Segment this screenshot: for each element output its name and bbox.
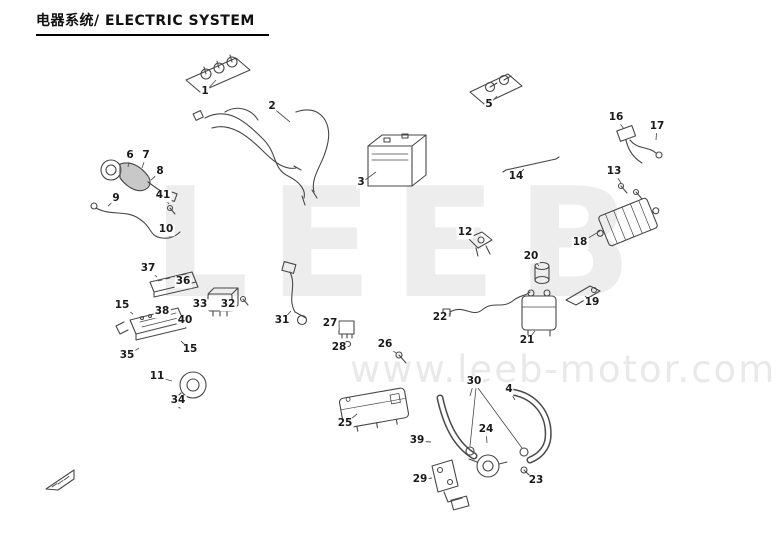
part-callout-31: 31 [273, 314, 291, 327]
part-callout-19: 19 [583, 296, 601, 309]
part-36-37-fuse-box-art [149, 271, 199, 298]
part-callout-16: 16 [607, 111, 625, 124]
part-callout-8: 8 [155, 165, 165, 178]
part-callout-23: 23 [527, 474, 545, 487]
part-26-bolt-art [395, 351, 407, 364]
part-callout-32: 32 [219, 298, 237, 311]
part-callout-10: 10 [157, 223, 175, 236]
part-19-strap-art [565, 285, 601, 306]
part-callout-21: 21 [518, 334, 536, 347]
part-callout-5: 5 [484, 98, 494, 111]
part-callout-40: 40 [176, 314, 194, 327]
part-16-17-coil-art [616, 125, 663, 164]
front-direction-arrow-icon [45, 469, 75, 491]
part-41-bolt-art [166, 204, 176, 215]
part-29-bracket-art [431, 459, 470, 511]
part-callout-7: 7 [141, 149, 151, 162]
part-callout-14: 14 [507, 170, 525, 183]
part-18-regulator-art [596, 197, 660, 247]
part-callout-29: 29 [411, 473, 429, 486]
part-20-bushing-art [534, 261, 550, 285]
page-title: 电器系统/ ELECTRIC SYSTEM [36, 8, 269, 36]
part-callout-34: 34 [169, 394, 187, 407]
part-callout-12: 12 [456, 226, 474, 239]
part-9-10-cable-art [90, 202, 181, 239]
part-callout-17: 17 [648, 120, 666, 133]
part-callout-37: 37 [139, 262, 157, 275]
part-14-rod-art [502, 156, 560, 173]
part-1-sensor-plate-art [185, 54, 251, 93]
part-callout-28: 28 [330, 341, 348, 354]
part-24-valve-art [468, 454, 508, 478]
part-callout-3: 3 [356, 176, 366, 189]
part-39-4-hoses-art [436, 387, 552, 464]
watermark-url: www.leeb-motor.com [350, 348, 777, 391]
part-13-screws-art [617, 182, 643, 200]
part-callout-9: 9 [111, 192, 121, 205]
part-12-bracket-art [467, 231, 493, 257]
part-callout-39: 39 [408, 434, 426, 447]
part-callout-27: 27 [321, 317, 339, 330]
part-31-ignition-coil-art [281, 261, 308, 326]
part-3-battery-art [367, 133, 427, 187]
part-25-ecu-art [338, 387, 410, 432]
part-callout-18: 18 [571, 236, 589, 249]
part-callout-22: 22 [431, 311, 449, 324]
part-callout-1: 1 [200, 85, 210, 98]
part-callout-30: 30 [465, 375, 483, 388]
part-callout-13: 13 [605, 165, 623, 178]
part-callout-36: 36 [174, 275, 192, 288]
part-callout-20: 20 [522, 250, 540, 263]
part-callout-25: 25 [336, 417, 354, 430]
part-callout-24: 24 [477, 423, 495, 436]
part-callout-6: 6 [125, 149, 135, 162]
part-callout-11: 11 [148, 370, 166, 383]
part-callout-26: 26 [376, 338, 394, 351]
part-6-7-8-ignition-switch-art [100, 159, 178, 203]
part-callout-15: 15 [113, 299, 131, 312]
part-callout-2: 2 [267, 100, 277, 113]
part-2-wiring-harness-art [192, 107, 330, 206]
part-callout-4: 4 [504, 383, 514, 396]
part-callout-15: 15 [181, 343, 199, 356]
part-callout-38: 38 [153, 305, 171, 318]
part-callout-41: 41 [154, 189, 172, 202]
part-5-sensor-plate-art [469, 73, 523, 105]
part-callout-35: 35 [118, 349, 136, 362]
part-callout-33: 33 [191, 298, 209, 311]
